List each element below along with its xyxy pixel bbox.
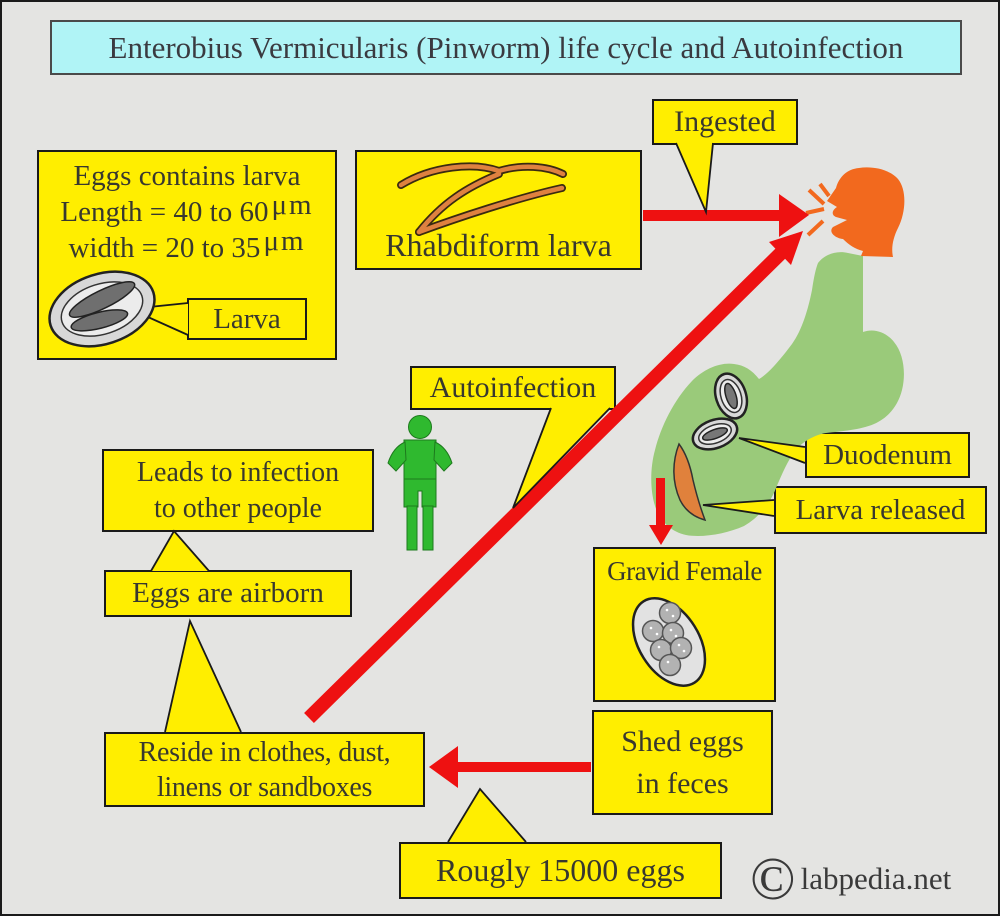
- ingested-callout: Ingested: [652, 99, 798, 145]
- diagram-title: Enterobius Vermicularis (Pinworm) life c…: [50, 20, 962, 75]
- leads-to-infection-box: Leads to infection to other people: [102, 449, 374, 532]
- rhabdiform-larva-box: Rhabdiform larva: [355, 150, 642, 270]
- copyright: © labpedia.net: [750, 848, 992, 910]
- cough-lines-icon: [805, 182, 831, 237]
- ingesting-head-illustration: [827, 167, 905, 257]
- larva-released-callout: Larva released: [774, 486, 987, 534]
- larva-callout: Larva: [187, 298, 307, 340]
- released-larva-illustration: [673, 442, 707, 522]
- egg-info-line1: Eggs contains larva: [73, 160, 301, 192]
- duodenum-eggs-illustration: [691, 372, 749, 451]
- duodenum-callout: Duodenum: [805, 432, 970, 478]
- gravid-female-box: Gravid Female: [593, 547, 776, 702]
- shed-eggs-box: Shed eggs in feces: [592, 710, 773, 815]
- micron-unit: μm: [271, 189, 314, 221]
- eggs-airborn-box: Eggs are airborn: [104, 570, 352, 617]
- person-illustration: [387, 415, 453, 551]
- autoinfection-callout: Autoinfection: [410, 366, 616, 410]
- egg-count-callout: Rougly 15000 eggs: [399, 842, 722, 899]
- reside-box: Reside in clothes, dust, linens or sandb…: [104, 732, 425, 807]
- ingestion-arrow: [643, 194, 809, 237]
- micron-unit: μm: [263, 225, 306, 257]
- copyright-symbol: ©: [750, 846, 796, 912]
- to-gravid-female-arrow: [649, 478, 673, 545]
- copyright-site: labpedia.net: [800, 861, 952, 896]
- diagram-title-text: Enterobius Vermicularis (Pinworm) life c…: [108, 29, 904, 65]
- shed-to-reside-arrow: [429, 746, 591, 788]
